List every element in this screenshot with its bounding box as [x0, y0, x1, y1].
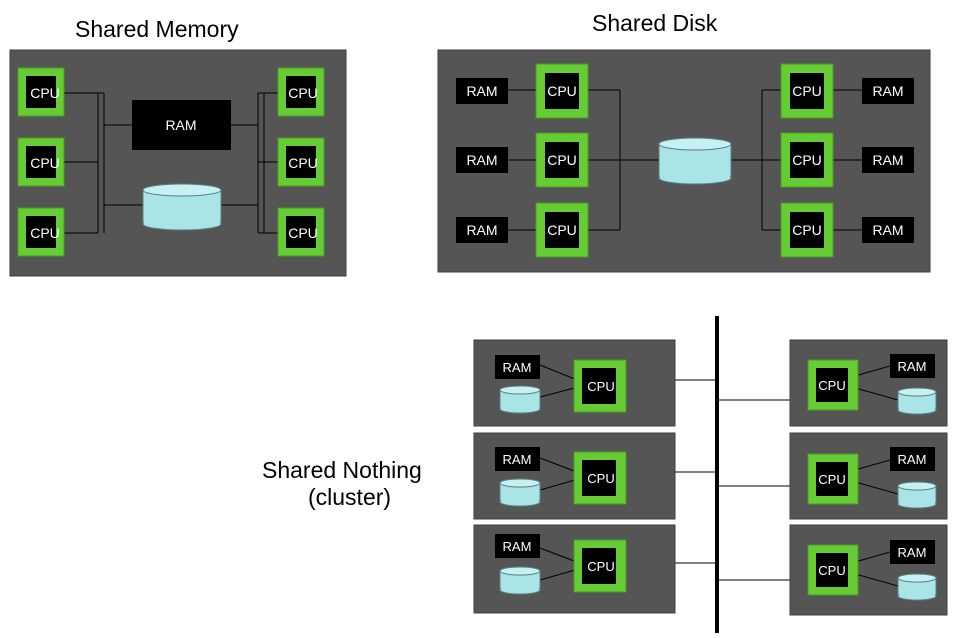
cpu-label: CPU — [587, 471, 614, 486]
ram-label: RAM — [872, 222, 903, 238]
cluster-node: CPU RAM — [789, 524, 948, 616]
cpu-chip: CPU — [535, 202, 589, 258]
ram-box: RAM — [456, 147, 508, 173]
disk-icon — [499, 385, 541, 414]
cpu-label: CPU — [587, 379, 614, 394]
cluster-node: RAM CPU — [473, 432, 676, 520]
title-shared-nothing: Shared Nothing — [262, 457, 422, 483]
title-shared-disk: Shared Disk — [592, 10, 718, 36]
ram-box: RAM — [132, 100, 231, 150]
cpu-chip: CPU — [535, 63, 589, 119]
ram-box: RAM — [456, 217, 508, 243]
cpu-label: CPU — [30, 85, 60, 101]
cluster-node: RAM CPU — [473, 524, 676, 614]
ram-label: RAM — [898, 359, 927, 374]
ram-box: RAM — [495, 534, 540, 558]
cpu-chip: CPU — [277, 207, 325, 257]
ram-label: RAM — [466, 83, 497, 99]
cpu-label: CPU — [288, 155, 318, 171]
ram-box: RAM — [862, 217, 914, 243]
cpu-label: CPU — [30, 225, 60, 241]
ram-label: RAM — [466, 222, 497, 238]
ram-label: RAM — [466, 152, 497, 168]
ram-box: RAM — [862, 78, 914, 104]
shared-disk-panel: RAM RAM RAM CPU CPU CPU — [437, 49, 931, 273]
ram-label: RAM — [872, 152, 903, 168]
ram-label: RAM — [898, 452, 927, 467]
ram-box: RAM — [495, 355, 540, 379]
disk-icon — [897, 573, 937, 601]
disk-icon — [658, 137, 732, 185]
ram-box: RAM — [890, 354, 935, 378]
disk-icon — [499, 566, 541, 595]
ram-label: RAM — [872, 83, 903, 99]
shared-memory-panel: RAM CPU CPU CPU CPU — [9, 49, 347, 277]
cpu-chip: CPU — [780, 202, 834, 258]
ram-label: RAM — [503, 360, 532, 375]
cpu-label: CPU — [547, 152, 577, 168]
cpu-chip: CPU — [780, 132, 834, 188]
cpu-chip: CPU — [780, 63, 834, 119]
ram-label: RAM — [898, 545, 927, 560]
cpu-chip: CPU — [17, 67, 65, 117]
cpu-chip: CPU — [573, 539, 627, 593]
cpu-chip: CPU — [807, 544, 859, 596]
cpu-chip: CPU — [807, 359, 859, 411]
cpu-label: CPU — [818, 472, 845, 487]
cpu-label: CPU — [792, 83, 822, 99]
cpu-chip: CPU — [277, 137, 325, 187]
disk-icon — [142, 183, 222, 231]
cpu-label: CPU — [547, 83, 577, 99]
title-cluster: (cluster) — [308, 484, 391, 510]
ram-box: RAM — [495, 447, 540, 471]
ram-box: RAM — [890, 540, 935, 564]
cpu-chip: CPU — [573, 451, 627, 505]
cpu-chip: CPU — [277, 67, 325, 117]
cpu-label: CPU — [818, 378, 845, 393]
cluster-node: CPU RAM — [789, 432, 948, 520]
cpu-chip: CPU — [535, 132, 589, 188]
cpu-chip: CPU — [17, 137, 65, 187]
cpu-label: CPU — [792, 222, 822, 238]
disk-icon — [897, 481, 937, 509]
ram-box: RAM — [862, 147, 914, 173]
cpu-label: CPU — [30, 155, 60, 171]
cluster-node: RAM CPU — [473, 339, 676, 427]
cpu-label: CPU — [792, 152, 822, 168]
cluster-node: CPU RAM — [789, 339, 948, 427]
cpu-label: CPU — [547, 222, 577, 238]
ram-label: RAM — [165, 117, 196, 133]
disk-icon — [897, 387, 937, 415]
ram-label: RAM — [503, 452, 532, 467]
ram-box: RAM — [890, 447, 935, 471]
shared-nothing-cluster: RAM CPU RAM — [473, 316, 948, 633]
ram-label: RAM — [503, 539, 532, 554]
disk-icon — [499, 478, 541, 507]
ram-box: RAM — [456, 78, 508, 104]
cpu-label: CPU — [288, 225, 318, 241]
cpu-label: CPU — [818, 563, 845, 578]
cpu-chip: CPU — [807, 453, 859, 505]
cpu-label: CPU — [288, 85, 318, 101]
cpu-chip: CPU — [573, 359, 627, 413]
cpu-label: CPU — [587, 559, 614, 574]
cpu-chip: CPU — [17, 207, 65, 257]
title-shared-memory: Shared Memory — [75, 16, 239, 42]
